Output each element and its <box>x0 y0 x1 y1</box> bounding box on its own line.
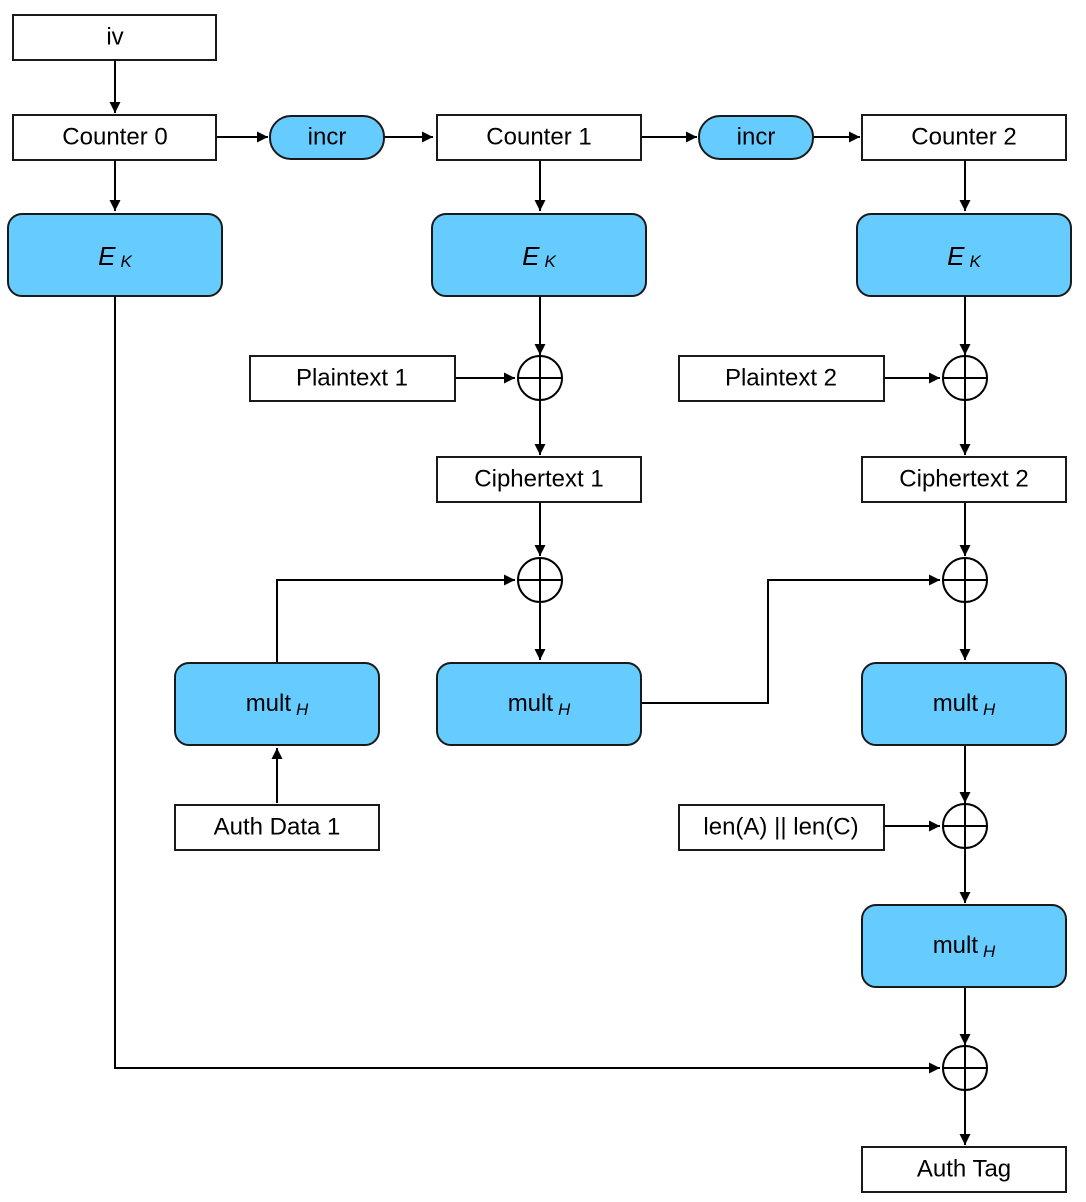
encrypt-label: E <box>98 241 116 271</box>
mult-label: mult <box>933 932 979 959</box>
counter0-label: Counter 0 <box>62 124 167 151</box>
len-label: len(A) || len(C) <box>703 814 858 841</box>
incr-label: incr <box>737 124 776 151</box>
svg-text:EK: EK <box>947 241 981 271</box>
encrypt-label: E <box>947 241 965 271</box>
incr-block-1: incr <box>269 115 385 160</box>
counter0-box: Counter 0 <box>12 114 217 161</box>
xor-len <box>942 803 988 849</box>
plaintext2-box: Plaintext 2 <box>678 355 885 402</box>
ciphertext2-label: Ciphertext 2 <box>899 466 1028 493</box>
encrypt-subscript: K <box>545 252 557 271</box>
xor-plaintext1 <box>517 355 563 401</box>
auth-tag-label: Auth Tag <box>917 1156 1011 1183</box>
encrypt-label: E <box>522 241 540 271</box>
iv-box: iv <box>12 14 217 61</box>
mult-label: mult <box>246 690 292 717</box>
arrow-mult1-to-xor2 <box>641 574 940 704</box>
mult-subscript: H <box>983 942 996 961</box>
auth-data1-label: Auth Data 1 <box>214 814 341 841</box>
mult-subscript: H <box>983 700 996 719</box>
incr-label: incr <box>308 124 347 151</box>
mult-subscript: H <box>558 700 571 719</box>
encrypt-subscript: K <box>970 252 982 271</box>
mult-label: mult <box>508 690 554 717</box>
incr-block-2: incr <box>698 115 814 160</box>
counter1-box: Counter 1 <box>436 114 642 161</box>
xor-final <box>942 1045 988 1091</box>
xor-plaintext2 <box>942 355 988 401</box>
arrow-ek0-to-final-xor <box>114 297 940 1074</box>
iv-label: iv <box>106 24 123 51</box>
xor-ciphertext1 <box>517 557 563 603</box>
auth-data1-box: Auth Data 1 <box>174 804 380 851</box>
auth-tag-box: Auth Tag <box>861 1146 1067 1193</box>
counter2-box: Counter 2 <box>861 114 1067 161</box>
svg-text:EK: EK <box>522 241 556 271</box>
counter1-label: Counter 1 <box>486 124 591 151</box>
plaintext2-label: Plaintext 2 <box>725 365 837 392</box>
encrypt-subscript: K <box>121 252 133 271</box>
mult-subscript: H <box>296 700 309 719</box>
connectors <box>109 60 971 1145</box>
svg-text:EK: EK <box>98 241 132 271</box>
ciphertext2-box: Ciphertext 2 <box>861 456 1067 503</box>
ciphertext1-label: Ciphertext 1 <box>474 466 603 493</box>
counter2-label: Counter 2 <box>911 124 1016 151</box>
mult-label: mult <box>933 690 979 717</box>
arrow-mult-authdata-to-xor <box>276 574 515 662</box>
plaintext1-label: Plaintext 1 <box>296 365 408 392</box>
xor-ciphertext2 <box>942 557 988 603</box>
len-box: len(A) || len(C) <box>678 804 885 851</box>
ciphertext1-box: Ciphertext 1 <box>436 456 642 503</box>
plaintext1-box: Plaintext 1 <box>249 355 456 402</box>
